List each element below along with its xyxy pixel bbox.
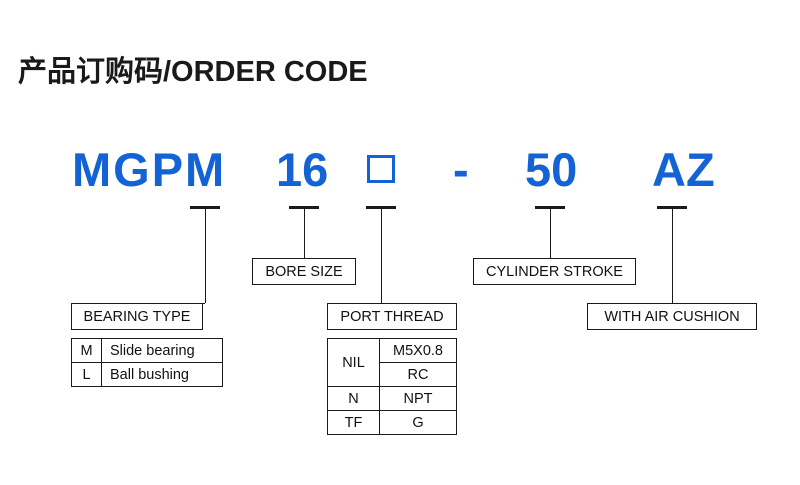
label-air-cushion: WITH AIR CUSHION bbox=[587, 303, 757, 330]
page-title: 产品订购码/ORDER CODE bbox=[18, 56, 368, 88]
table-row: M Slide bearing bbox=[71, 338, 223, 363]
label-port-thread: PORT THREAD bbox=[327, 303, 457, 330]
leader-stroke-vertical bbox=[550, 206, 551, 258]
bearing-type-table: M Slide bearing L Ball bushing bbox=[71, 338, 223, 387]
port-code-n: N bbox=[327, 386, 380, 411]
label-bore-size: BORE SIZE bbox=[252, 258, 356, 285]
order-code-model: MGPM bbox=[72, 143, 227, 196]
order-code-cushion: AZ bbox=[652, 143, 715, 196]
port-thread-g: G bbox=[379, 410, 457, 435]
table-row: L Ball bushing bbox=[71, 362, 223, 387]
table-row: NIL M5X0.8 bbox=[327, 338, 457, 387]
bearing-desc-l: Ball bushing bbox=[101, 362, 223, 387]
leader-bearing-vertical bbox=[205, 206, 206, 303]
port-thread-npt: NPT bbox=[379, 386, 457, 411]
order-code-bore-size: 16 bbox=[276, 143, 329, 196]
table-row: N NPT bbox=[327, 386, 457, 411]
order-code-port-thread-placeholder bbox=[367, 155, 395, 183]
port-thread-m5: M5X0.8 bbox=[379, 338, 457, 363]
port-thread-rc: RC bbox=[379, 362, 457, 387]
leader-bore-vertical bbox=[304, 206, 305, 258]
port-thread-table: NIL M5X0.8 RC N NPT TF G bbox=[327, 338, 457, 435]
label-cylinder-stroke: CYLINDER STROKE bbox=[473, 258, 636, 285]
bearing-desc-m: Slide bearing bbox=[101, 338, 223, 363]
label-bearing-type: BEARING TYPE bbox=[71, 303, 203, 330]
bearing-code-l: L bbox=[71, 362, 102, 387]
table-row: TF G bbox=[327, 410, 457, 435]
leader-cushion-vertical bbox=[672, 206, 673, 303]
leader-port-vertical bbox=[381, 206, 382, 303]
order-code-stroke: 50 bbox=[525, 143, 578, 196]
port-code-tf: TF bbox=[327, 410, 380, 435]
order-code-separator: - bbox=[453, 143, 469, 196]
port-code-nil: NIL bbox=[327, 338, 380, 387]
bearing-code-m: M bbox=[71, 338, 102, 363]
